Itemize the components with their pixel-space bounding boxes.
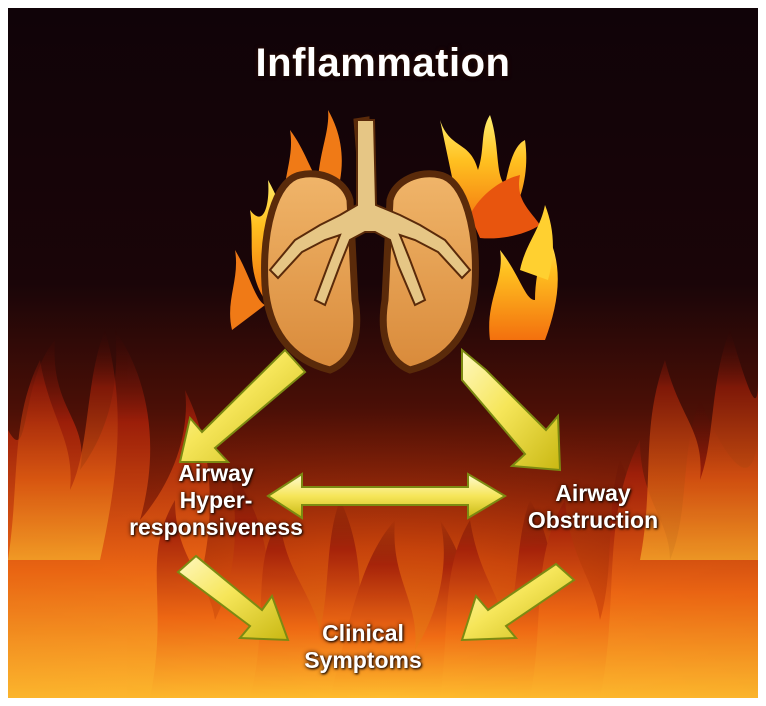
node-label-line: Clinical — [258, 620, 468, 647]
node-airway-hyperresponsiveness: Airway Hyper- responsiveness — [100, 460, 332, 541]
node-clinical-symptoms: Clinical Symptoms — [258, 620, 468, 674]
node-label-line: Hyper- — [100, 487, 332, 514]
node-label-line: Symptoms — [258, 647, 468, 674]
node-label-line: responsiveness — [100, 514, 332, 541]
diagram-title: Inflammation — [183, 40, 583, 87]
node-label-line: Airway — [478, 480, 708, 507]
node-label-line: Airway — [100, 460, 332, 487]
node-airway-obstruction: Airway Obstruction — [478, 480, 708, 534]
node-label-line: Obstruction — [478, 507, 708, 534]
